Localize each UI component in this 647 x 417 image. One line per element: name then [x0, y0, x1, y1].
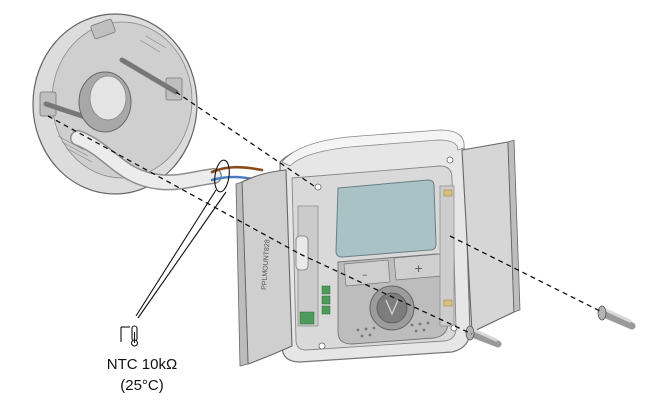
sensor-label-line2: (25°C) — [120, 377, 164, 394]
svg-text:–: – — [362, 268, 368, 281]
sensor-label-line1: NTC 10kΩ — [106, 356, 178, 373]
thermostat-body: – + — [279, 129, 471, 363]
right-cover — [461, 139, 521, 333]
screw-right — [597, 305, 636, 330]
left-cover: PPLMOUNT828 — [235, 169, 293, 367]
cable — [70, 130, 222, 191]
thermometer-icon — [120, 325, 139, 347]
screw-center — [465, 325, 502, 348]
sensor-leader — [135, 159, 230, 319]
plate-text: PPLMOUNT828 — [261, 239, 272, 290]
svg-text:+: + — [414, 262, 423, 275]
alignment-lines — [47, 91, 603, 335]
